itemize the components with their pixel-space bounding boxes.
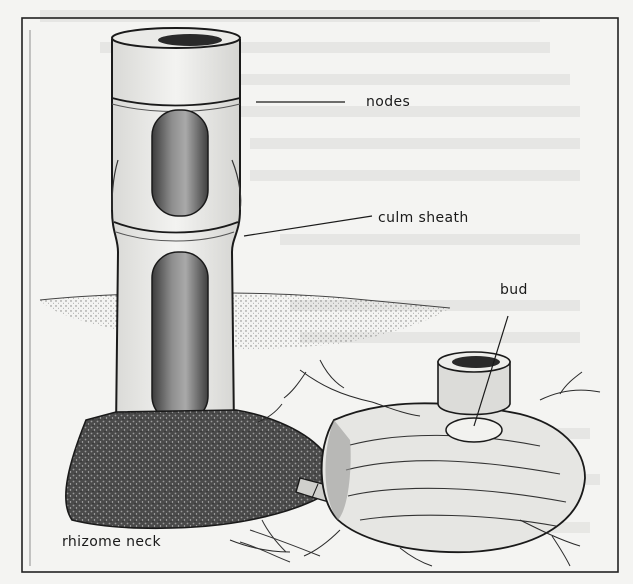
internodes	[152, 110, 208, 422]
label-bud: bud	[500, 282, 528, 298]
bottom-roots	[240, 520, 320, 562]
bleed-line	[280, 234, 580, 245]
internode	[152, 110, 208, 216]
root-ball	[66, 410, 338, 528]
leader-culm-sheath	[244, 216, 372, 236]
label-rhizome-neck: rhizome neck	[62, 534, 161, 550]
bleed-line	[40, 10, 540, 22]
culm-hollow-icon	[158, 34, 222, 46]
bud-shoot	[438, 352, 510, 415]
bud	[446, 418, 502, 442]
bleed-line	[250, 138, 580, 149]
label-nodes: nodes	[366, 94, 410, 110]
internode	[152, 252, 208, 422]
label-culm-sheath: culm sheath	[378, 210, 469, 226]
bleed-line	[250, 170, 580, 181]
